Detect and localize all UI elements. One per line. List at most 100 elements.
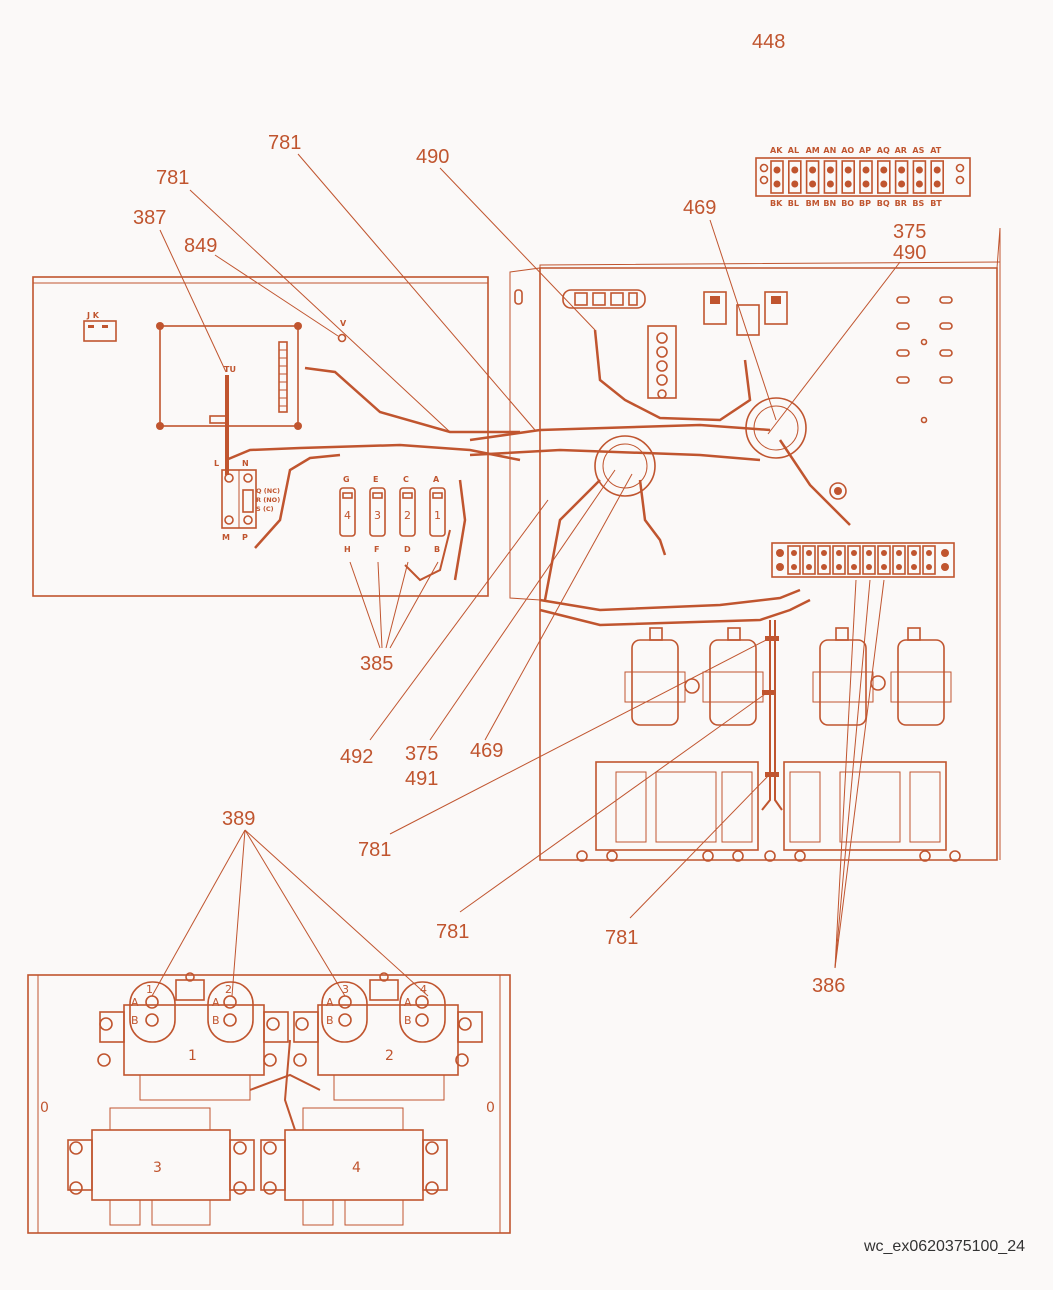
relay-q-label: Q (NC) [256, 487, 280, 495]
main-enclosure [469, 227, 1001, 862]
side-mark-right: 0 [486, 1100, 495, 1116]
callout-490-right: 490 [893, 242, 926, 264]
strip-448-terminal [770, 160, 784, 194]
strip-448-screw [809, 180, 817, 188]
leader-lines [151, 153, 901, 997]
strip-448-screw [773, 166, 781, 174]
left-panel: J K V TU L N M P Q (NC) [32, 276, 521, 597]
cap-1-b: B [131, 1014, 139, 1027]
callout-849: 849 [184, 235, 217, 257]
strip-448-top-label: AM [806, 146, 820, 155]
strip-448-terminal [805, 160, 820, 194]
strip-448-top-label: AT [930, 146, 942, 155]
strip-448-screw [915, 180, 923, 188]
fuse-2: C 2 D [399, 475, 416, 554]
callout-781-middle: 781 [358, 839, 391, 861]
strip-448-screw [880, 166, 888, 174]
fuse-4: G 4 H [339, 475, 356, 554]
strip-448-screw [791, 180, 799, 188]
callout-389: 389 [222, 808, 255, 830]
strip-448-bottom-label: BO [841, 199, 854, 208]
fuse-3: E 3 F [369, 475, 386, 554]
bank-2-label: 2 [385, 1048, 394, 1064]
strip-448-screw [933, 180, 941, 188]
callout-492: 492 [340, 746, 373, 768]
strip-448-screw [791, 166, 799, 174]
callout-375-top: 375 [893, 221, 926, 243]
strip-448-screw [844, 180, 852, 188]
strip-448-bottom-label: BR [895, 199, 907, 208]
strip-448-bottom-label: BK [770, 199, 783, 208]
side-mark-left: 0 [40, 1100, 49, 1116]
strip-448-top-label: AL [788, 146, 799, 155]
svg-text:F: F [374, 545, 379, 554]
strip-448-screw [915, 166, 923, 174]
callouts: 448 781 490 781 387 849 469 375 490 385 … [133, 31, 926, 997]
callout-375-bottom: 375 [405, 743, 438, 765]
strip-448-bottom-label: BQ [877, 199, 890, 208]
svg-text:3: 3 [374, 509, 381, 522]
strip-448-terminal [787, 160, 802, 194]
callout-469-bottom: 469 [470, 740, 503, 762]
cap-1-number: 1 [146, 983, 153, 996]
cap-2-a: A [212, 996, 220, 1009]
callout-491: 491 [405, 768, 438, 790]
strip-448-bottom-label: BP [859, 199, 871, 208]
strip-448-top-label: AR [895, 146, 907, 155]
callout-386: 386 [812, 975, 845, 997]
callout-781-right: 781 [605, 927, 638, 949]
svg-text:D: D [404, 545, 411, 554]
strip-448-terminal [894, 160, 909, 194]
cap-1-a: A [131, 996, 139, 1009]
cap-2-number: 2 [225, 983, 232, 996]
strip-448-screw [880, 180, 888, 188]
strip-448-top-label: AP [859, 146, 871, 155]
strip-448-screw [844, 166, 852, 174]
figure-id: wc_ex0620375100_24 [863, 1238, 1025, 1255]
svg-text:G: G [343, 475, 350, 484]
relay-m-label: M [222, 533, 230, 542]
cap-4-number: 4 [420, 983, 427, 996]
v-label: V [340, 319, 347, 328]
svg-text:C: C [403, 475, 409, 484]
tu-label: TU [224, 365, 236, 374]
capacitor-bank-right-enclosure [624, 627, 952, 726]
strip-448-top-label: AO [841, 146, 854, 155]
strip-448-screw [826, 166, 834, 174]
callout-469-top: 469 [683, 197, 716, 219]
relay-l-label: L [214, 459, 219, 468]
svg-text:H: H [344, 545, 351, 554]
cap-3-number: 3 [342, 983, 349, 996]
relay-r-label: R (NO) [256, 496, 280, 504]
strip-448-screw [826, 180, 834, 188]
svg-text:4: 4 [344, 509, 351, 522]
cap-4-a: A [404, 996, 412, 1009]
cap-4-b: B [404, 1014, 412, 1027]
svg-text:2: 2 [404, 509, 411, 522]
cap-3-b: B [326, 1014, 334, 1027]
bank-1-label: 1 [188, 1048, 197, 1064]
bottom-panel: 0 0 1 A B 2 A B 1 [27, 972, 511, 1234]
svg-text:1: 1 [434, 509, 441, 522]
svg-text:E: E [373, 475, 378, 484]
relay-n-label: N [242, 459, 249, 468]
fuse-1: A 1 B [429, 475, 446, 554]
strip-448-terminal [930, 160, 945, 194]
svg-text:B: B [434, 545, 440, 554]
jk-label: J K [86, 311, 100, 320]
callout-387: 387 [133, 207, 166, 229]
callout-781-left: 781 [156, 167, 189, 189]
strip-448-bottom-label: BN [823, 199, 836, 208]
svg-text:A: A [433, 475, 440, 484]
strip-448-terminal [859, 160, 873, 194]
strip-448-top-label: AQ [877, 146, 890, 155]
strip-448-screw [809, 166, 817, 174]
callout-781-top: 781 [268, 132, 301, 154]
callout-448: 448 [752, 31, 785, 53]
callout-781-lower: 781 [436, 921, 469, 943]
strip-448-bottom-label: BM [806, 199, 820, 208]
cap-2-b: B [212, 1014, 220, 1027]
